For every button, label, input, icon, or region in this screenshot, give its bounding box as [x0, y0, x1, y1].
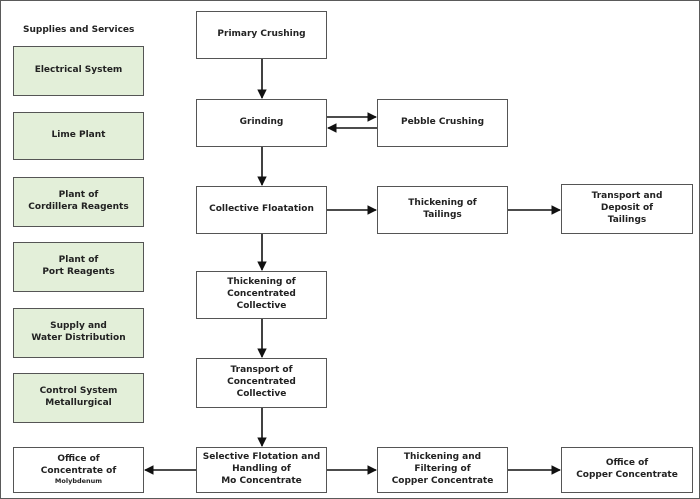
supply-control-system: Control System Metallurgical — [13, 373, 144, 423]
office-molybdenum-box: Office of Concentrate of Molybdenum — [13, 447, 144, 493]
thickening-copper-box: Thickening and Filtering of Copper Conce… — [377, 447, 508, 493]
thickening-tailings-box: Thickening of Tailings — [377, 186, 508, 234]
selective-flotation-box: Selective Flotation and Handling of Mo C… — [196, 447, 327, 493]
transport-tailings-box: Transport and Deposit of Tailings — [561, 184, 693, 234]
office-copper-box: Office of Copper Concentrate — [561, 447, 693, 493]
grinding-box: Grinding — [196, 99, 327, 147]
collective-flotation-box: Collective Floatation — [196, 186, 327, 234]
thickening-concentrated-box: Thickening of Concentrated Collective — [196, 271, 327, 319]
supplies-title: Supplies and Services — [23, 25, 135, 35]
supply-electrical-system: Electrical System — [13, 46, 144, 96]
supply-port-reagents: Plant of Port Reagents — [13, 242, 144, 292]
supply-cordillera-reagents: Plant of Cordillera Reagents — [13, 177, 144, 227]
primary-crushing-box: Primary Crushing — [196, 11, 327, 59]
pebble-crushing-box: Pebble Crushing — [377, 99, 508, 147]
office-molybdenum-label: Office of Concentrate of — [40, 454, 117, 476]
office-molybdenum-sub: Molybdenum — [54, 477, 103, 486]
supply-lime-plant: Lime Plant — [13, 112, 144, 160]
transport-concentrated-box: Transport of Concentrated Collective — [196, 358, 327, 408]
supply-water-distribution: Supply and Water Distribution — [13, 308, 144, 358]
